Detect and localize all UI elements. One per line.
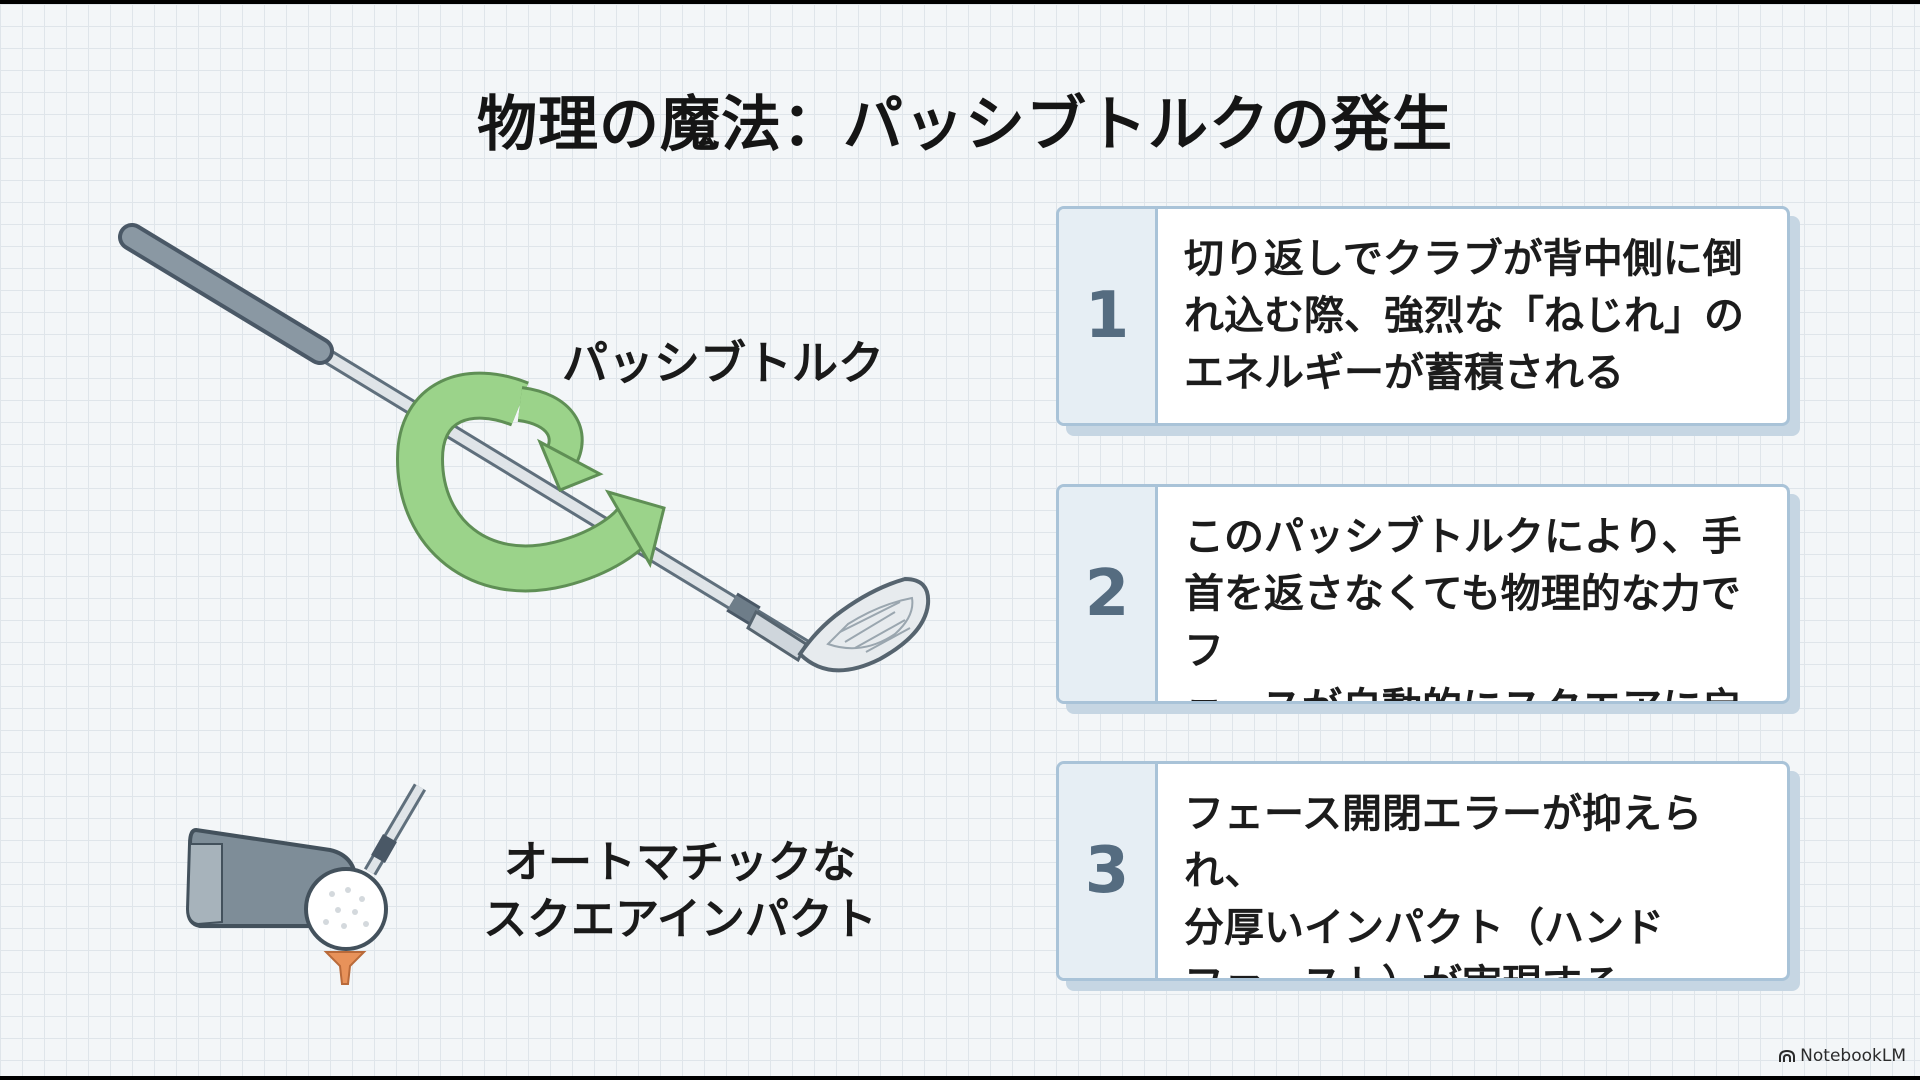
step-number: 2 (1059, 487, 1158, 701)
impact-illustration-icon (185, 783, 427, 985)
step-number: 3 (1059, 764, 1158, 978)
slide: 物理の魔法：パッシブトルクの発生 (0, 4, 1920, 1076)
notebooklm-watermark: NotebookLM (1778, 1046, 1906, 1066)
slide-title: 物理の魔法：パッシブトルクの発生 (477, 90, 1453, 160)
step-card-2: 2 このパッシブトルクにより、手 首を返さなくても物理的な力でフ ェースが自動的… (1056, 484, 1790, 704)
step-text: 切り返しでクラブが背中側に倒 れ込む際、強烈な「ねじれ」の エネルギーが蓄積され… (1184, 236, 1744, 396)
step-card-1: 1 切り返しでクラブが背中側に倒 れ込む際、強烈な「ねじれ」の エネルギーが蓄積… (1056, 206, 1790, 426)
step-text: このパッシブトルクにより、手 首を返さなくても物理的な力でフ ェースが自動的にス… (1184, 514, 1742, 701)
notebooklm-logo-icon (1779, 1049, 1796, 1062)
step-text: フェース開閉エラーが抑えられ、 分厚いインパクト（ハンド ファースト）が実現する (1184, 791, 1702, 978)
step-number: 1 (1059, 209, 1158, 423)
twist-arrow-icon (395, 371, 666, 593)
golf-club-icon (118, 223, 931, 673)
illustration-area (118, 223, 931, 985)
passive-torque-label: パッシブトルク (562, 336, 884, 390)
brand-name: NotebookLM (1800, 1046, 1906, 1066)
step-card-3: 3 フェース開閉エラーが抑えられ、 分厚いインパクト（ハンド ファースト）が実現… (1056, 761, 1790, 981)
square-impact-label: オートマチックな スクエアインパクト (483, 837, 877, 946)
